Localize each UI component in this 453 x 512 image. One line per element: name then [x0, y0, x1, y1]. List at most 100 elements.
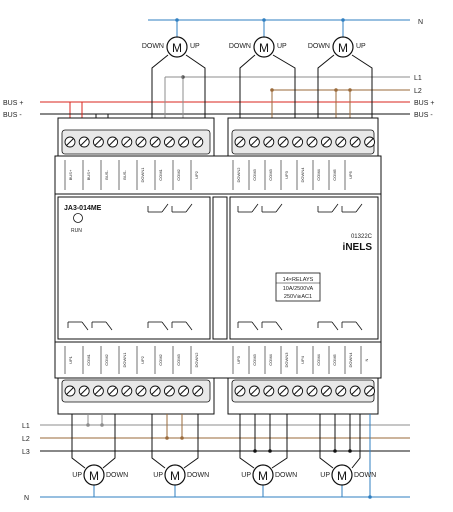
- terminal-label: COM5: [332, 168, 337, 180]
- front-right-section: [229, 196, 379, 340]
- terminal-screw[interactable]: [92, 136, 104, 148]
- terminal-screw[interactable]: [64, 136, 76, 148]
- label-l1-top: L1: [414, 75, 422, 82]
- motor2-down-wire: [239, 54, 256, 118]
- terminal-screw[interactable]: [234, 136, 246, 148]
- terminal-label: COM3: [252, 168, 257, 180]
- terminal-label: DOWN4: [300, 167, 305, 183]
- terminal-screw[interactable]: [292, 136, 304, 148]
- relay-contact: [67, 321, 89, 331]
- junction-dot: [175, 18, 179, 22]
- terminal-label: UP2: [140, 355, 145, 364]
- motor-top-3: M DOWN UP: [308, 36, 366, 58]
- spec-voltage: 250V≅AC1: [284, 294, 312, 300]
- terminal-label: DOWN1: [140, 167, 145, 183]
- relay-symbols: [67, 203, 363, 331]
- terminal-screw[interactable]: [335, 385, 347, 397]
- terminal-label: UP3: [236, 355, 241, 364]
- terminal-screw[interactable]: [163, 136, 175, 148]
- relay-contact: [317, 321, 339, 331]
- relay-contact: [317, 203, 339, 213]
- bottom-screw-row: [64, 385, 376, 397]
- terminal-label: COM1: [158, 168, 163, 180]
- terminal-label: COM3: [268, 168, 273, 180]
- spec-current: 10A/2500VA: [283, 286, 314, 292]
- motor-symbol: [83, 464, 105, 486]
- terminal-screw[interactable]: [163, 385, 175, 397]
- junction-dot: [86, 423, 90, 427]
- junction-dot: [100, 423, 104, 427]
- terminal-screw[interactable]: [364, 385, 376, 397]
- spec-box: [275, 272, 321, 302]
- relay-contact: [147, 203, 169, 213]
- motor-top-2: M DOWN UP: [229, 36, 287, 58]
- run-label: RUN: [71, 228, 82, 234]
- bus-minus-drop: [40, 113, 97, 118]
- terminal-screw[interactable]: [248, 385, 260, 397]
- motor-up-label: UP: [320, 472, 330, 479]
- terminal-screw[interactable]: [178, 385, 190, 397]
- terminal-screw[interactable]: [349, 136, 361, 148]
- terminal-screw[interactable]: [192, 136, 204, 148]
- terminal-label: COM4: [268, 353, 273, 365]
- terminal-screw[interactable]: [121, 385, 133, 397]
- motor-label: M: [258, 469, 268, 483]
- terminal-screw[interactable]: [248, 136, 260, 148]
- terminal-screw[interactable]: [349, 385, 361, 397]
- terminal-screw[interactable]: [263, 385, 275, 397]
- top-screw-row: [64, 136, 376, 148]
- motor-down-label: DOWN: [308, 43, 330, 50]
- terminal-screw[interactable]: [178, 136, 190, 148]
- motor-down-label: DOWN: [229, 43, 251, 50]
- terminal-screw[interactable]: [292, 385, 304, 397]
- motor-label: M: [170, 469, 180, 483]
- motor2-up-wire: [272, 54, 296, 118]
- terminal-screw[interactable]: [92, 385, 104, 397]
- terminal-screw[interactable]: [107, 385, 119, 397]
- terminal-screw[interactable]: [78, 385, 90, 397]
- relay-contact: [341, 203, 363, 213]
- terminal-screw[interactable]: [78, 136, 90, 148]
- terminal-screw[interactable]: [64, 385, 76, 397]
- terminal-label: DOWN4: [348, 352, 353, 368]
- terminal-screw[interactable]: [277, 136, 289, 148]
- junction-dot: [268, 449, 272, 453]
- front-divider: [212, 196, 228, 340]
- terminal-screw[interactable]: [306, 136, 318, 148]
- front-left-section: [57, 196, 211, 340]
- junction-dot: [348, 88, 352, 92]
- relay-contact: [171, 203, 193, 213]
- motor-top-1: M DOWN UP: [142, 36, 200, 58]
- terminal-screw[interactable]: [277, 385, 289, 397]
- terminal-screw[interactable]: [192, 385, 204, 397]
- terminal-screw[interactable]: [121, 136, 133, 148]
- terminal-screw[interactable]: [335, 136, 347, 148]
- terminal-screw[interactable]: [263, 136, 275, 148]
- terminal-label: COM2: [104, 353, 109, 365]
- terminal-screw[interactable]: [149, 385, 161, 397]
- motor1-down-wire: [151, 54, 169, 118]
- relay-contact: [91, 321, 113, 331]
- terminal-label: DOWN2: [194, 352, 199, 368]
- terminal-label: BUS-: [122, 170, 127, 180]
- terminal-screw[interactable]: [364, 136, 376, 148]
- terminal-screw[interactable]: [107, 136, 119, 148]
- terminal-screw[interactable]: [320, 385, 332, 397]
- motor-symbol: [332, 36, 354, 58]
- label-n-top: N: [418, 19, 423, 26]
- label-l1-bottom: L1: [22, 423, 30, 430]
- terminal-screw[interactable]: [135, 136, 147, 148]
- terminal-screw[interactable]: [306, 385, 318, 397]
- motor-bottom-1: M UP DOWN: [72, 464, 128, 486]
- terminal-screw[interactable]: [135, 385, 147, 397]
- motor-bottom-2: M UP DOWN: [153, 464, 209, 486]
- motor-symbol: [253, 36, 275, 58]
- terminal-screw[interactable]: [234, 385, 246, 397]
- relay-contact: [237, 203, 259, 213]
- label-strip-bottom: [54, 341, 382, 379]
- terminal-screw[interactable]: [149, 136, 161, 148]
- label-n-bottom: N: [24, 495, 29, 502]
- terminal-screw[interactable]: [320, 136, 332, 148]
- relay-contact: [341, 321, 363, 331]
